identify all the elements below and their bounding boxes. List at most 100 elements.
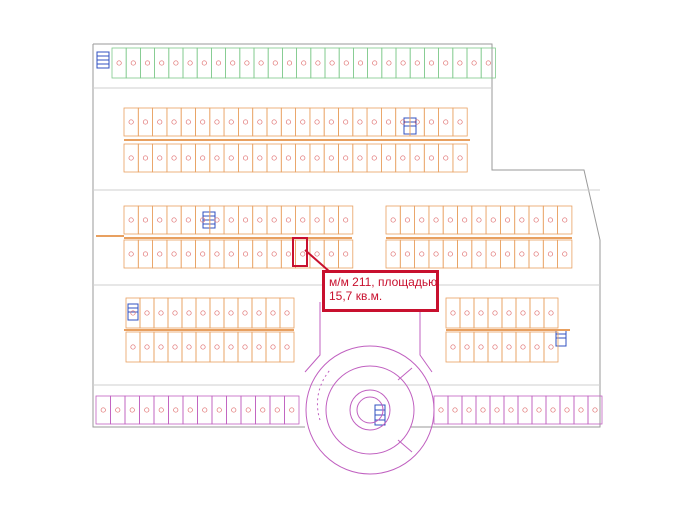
parking-bay: [223, 205, 239, 235]
bay-marker-icon: [536, 407, 542, 413]
bay-marker-icon: [128, 155, 134, 161]
bay-marker-icon: [285, 119, 292, 125]
parking-bay: [280, 205, 296, 235]
bay-marker-icon: [476, 217, 482, 223]
bay-marker-icon: [404, 217, 411, 223]
parking-bay: [237, 107, 254, 137]
bay-marker-icon: [519, 251, 525, 257]
parking-bay: [252, 143, 268, 173]
bay-marker-icon: [200, 217, 206, 223]
bay-marker-icon: [562, 217, 568, 223]
bay-marker-icon: [256, 344, 262, 350]
parking-bay: [279, 297, 295, 329]
bay-marker-icon: [243, 251, 249, 257]
parking-bay: [352, 47, 368, 79]
parking-bay: [167, 297, 183, 329]
parking-bay: [323, 143, 339, 173]
bay-marker-icon: [548, 310, 554, 316]
parking-bay: [139, 395, 155, 425]
parking-bay: [531, 395, 547, 425]
highlighted-parking-space[interactable]: [292, 237, 308, 267]
bay-marker-icon: [562, 251, 568, 257]
bay-marker-icon: [242, 310, 248, 316]
parking-bay: [542, 239, 558, 269]
callout-space-number: м/м 211, площадью: [329, 275, 438, 289]
parking-bay: [385, 205, 401, 235]
parking-bay: [452, 143, 468, 173]
bay-marker-icon: [343, 60, 349, 66]
bay-marker-icon: [400, 119, 406, 125]
bay-marker-icon: [315, 60, 321, 66]
bay-marker-icon: [257, 217, 263, 223]
parking-bay: [438, 143, 454, 173]
bay-marker-icon: [385, 119, 392, 125]
parking-bay: [352, 107, 368, 137]
bay-marker-icon: [158, 407, 164, 413]
parking-bay: [180, 239, 196, 269]
bay-marker-icon: [187, 407, 193, 413]
bay-marker-icon: [447, 217, 453, 223]
parking-bay: [195, 239, 211, 269]
bay-marker-icon: [172, 344, 178, 350]
parking-bay: [196, 47, 212, 79]
parking-bay: [587, 395, 603, 425]
parking-bay: [528, 205, 544, 235]
bay-marker-icon: [244, 60, 250, 66]
bay-marker-icon: [478, 310, 484, 316]
bay-marker-icon: [371, 119, 377, 125]
bay-marker-icon: [494, 407, 500, 413]
parking-bay: [428, 205, 444, 235]
bay-marker-icon: [450, 310, 456, 316]
parking-bay: [409, 143, 425, 173]
parking-bay: [266, 239, 282, 269]
bay-marker-icon: [100, 407, 106, 413]
parking-bay: [237, 297, 253, 329]
bay-marker-icon: [328, 119, 334, 125]
parking-bay: [559, 395, 575, 425]
bay-marker-icon: [243, 217, 249, 223]
bay-marker-icon: [490, 251, 496, 257]
parking-bay: [197, 395, 213, 425]
parking-bay: [211, 395, 227, 425]
bay-marker-icon: [443, 60, 449, 66]
circular-ramp: [305, 345, 435, 475]
bay-marker-icon: [443, 155, 449, 161]
parking-bay: [153, 331, 169, 363]
bay-marker-icon: [578, 407, 584, 413]
parking-bay: [445, 297, 461, 329]
parking-bay: [280, 143, 296, 173]
parking-bay: [209, 239, 225, 269]
parking-bay: [295, 107, 311, 137]
parking-bay: [528, 239, 544, 269]
bay-marker-icon: [185, 119, 191, 125]
parking-bay: [255, 395, 271, 425]
parking-bay: [338, 47, 354, 79]
parking-bay: [338, 205, 354, 235]
parking-bay: [281, 47, 297, 79]
bay-marker-icon: [142, 119, 149, 125]
bay-marker-icon: [301, 60, 307, 66]
bay-marker-icon: [443, 119, 449, 125]
parking-bay: [487, 297, 503, 329]
parking-bay: [139, 47, 155, 79]
parking-bay: [557, 239, 573, 269]
parking-bay: [223, 107, 239, 137]
parking-bay: [223, 297, 239, 329]
parking-bay: [153, 297, 169, 329]
parking-bay: [265, 297, 281, 329]
parking-bay: [452, 107, 468, 137]
parking-bay: [125, 331, 141, 363]
bay-marker-icon: [457, 60, 463, 66]
bay-marker-icon: [414, 119, 420, 125]
bay-marker-icon: [433, 217, 439, 223]
parking-bay: [195, 143, 211, 173]
parking-bay: [209, 143, 225, 173]
parking-bay: [380, 107, 397, 137]
parking-bay: [137, 107, 154, 137]
bay-marker-icon: [116, 60, 122, 66]
parking-bay: [380, 143, 397, 173]
bay-marker-icon: [419, 217, 425, 223]
parking-bay: [573, 395, 589, 425]
bay-marker-icon: [214, 344, 220, 350]
bay-marker-icon: [257, 119, 263, 125]
